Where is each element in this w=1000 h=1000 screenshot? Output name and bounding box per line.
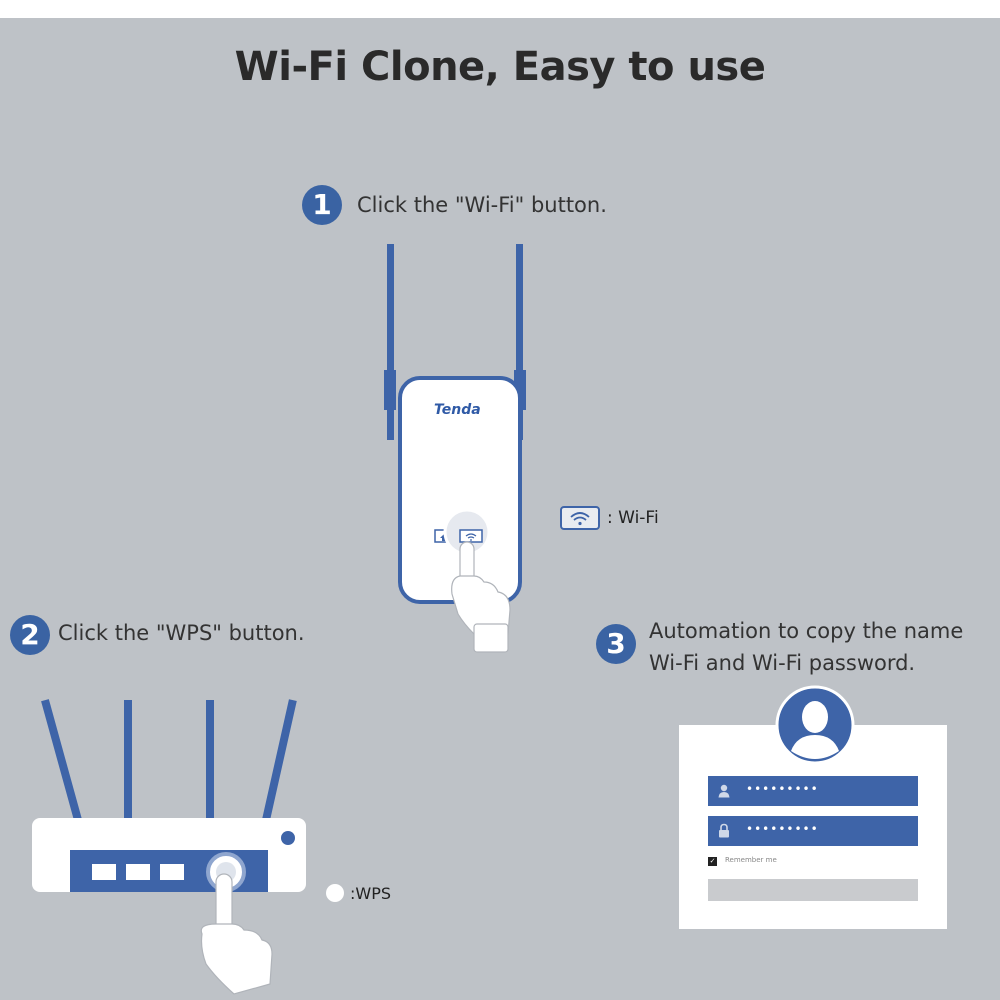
password-value: ••••••••• [746,822,819,836]
extender-wifi-button[interactable] [459,529,483,543]
username-value: ••••••••• [746,782,819,796]
password-field[interactable]: ••••••••• [708,816,918,846]
step-3-text-line2: Wi-Fi and Wi-Fi password. [649,651,916,675]
step-1-badge: 1 [302,185,342,225]
step-3-text-line1: Automation to copy the name [649,619,964,643]
step-2-text: Click the "WPS" button. [58,621,305,645]
wps-legend-label: :WPS [350,884,392,903]
infographic-canvas: Wi-Fi Clone, Easy to use 1 Click the "Wi… [0,18,1000,1000]
username-field[interactable]: ••••••••• [708,776,918,806]
wifi-legend-label: : Wi-Fi [607,508,659,528]
user-icon [718,784,730,798]
hand-pointer-icon [451,541,511,653]
step-1-text: Click the "Wi-Fi" button. [357,193,607,217]
step-3-badge: 3 [596,624,636,664]
remember-me-label: Remember me [725,856,777,864]
step-2-badge: 2 [10,615,50,655]
range-extender-illustration [384,244,526,653]
wifi-icon [465,533,477,539]
wifi-legend-icon [560,506,600,530]
lock-icon [719,823,729,838]
hand-pointer-icon [200,873,273,995]
router-illustration [32,699,306,995]
avatar-icon [775,685,855,765]
login-submit-button[interactable] [708,879,918,901]
wps-legend-dot [326,884,344,902]
extender-brand-logo: Tenda [434,402,481,418]
remember-me-checkbox[interactable]: ✓ [708,857,717,866]
page-title: Wi-Fi Clone, Easy to use [234,44,766,90]
